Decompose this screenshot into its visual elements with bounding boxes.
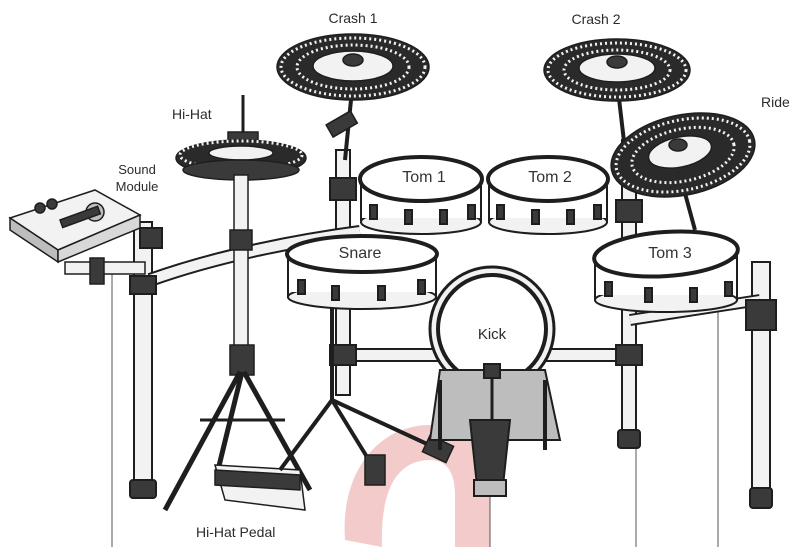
ride-label: Ride [761, 94, 790, 110]
tom-3-pad [592, 229, 740, 313]
watermark-logo [344, 425, 490, 547]
sound-module-label-line-1: Sound [118, 162, 156, 177]
ride-cymbal [610, 112, 756, 231]
tom-2-label: Tom 2 [528, 169, 572, 186]
hi-hat-pedal-label: Hi-Hat Pedal [196, 524, 276, 540]
crash-1-label: Crash 1 [328, 10, 378, 26]
sound-module [8, 189, 146, 285]
kick-pad [428, 265, 562, 497]
hi-hat [162, 95, 313, 512]
hi-hat-label: Hi-Hat [172, 106, 212, 122]
crash-2-cymbal [543, 38, 691, 151]
sound-module-label-line-2: Module [115, 179, 159, 194]
tom-3-label: Tom 3 [648, 245, 692, 262]
tom-2-pad [486, 155, 610, 235]
crash-1-cymbal [276, 33, 430, 161]
tom-1-pad [358, 155, 484, 235]
snare-pad [285, 234, 439, 310]
crash-2-label: Crash 2 [571, 11, 621, 27]
tom-1-label: Tom 1 [402, 169, 446, 186]
kick-label: Kick [477, 326, 507, 343]
snare-label: Snare [338, 245, 382, 262]
